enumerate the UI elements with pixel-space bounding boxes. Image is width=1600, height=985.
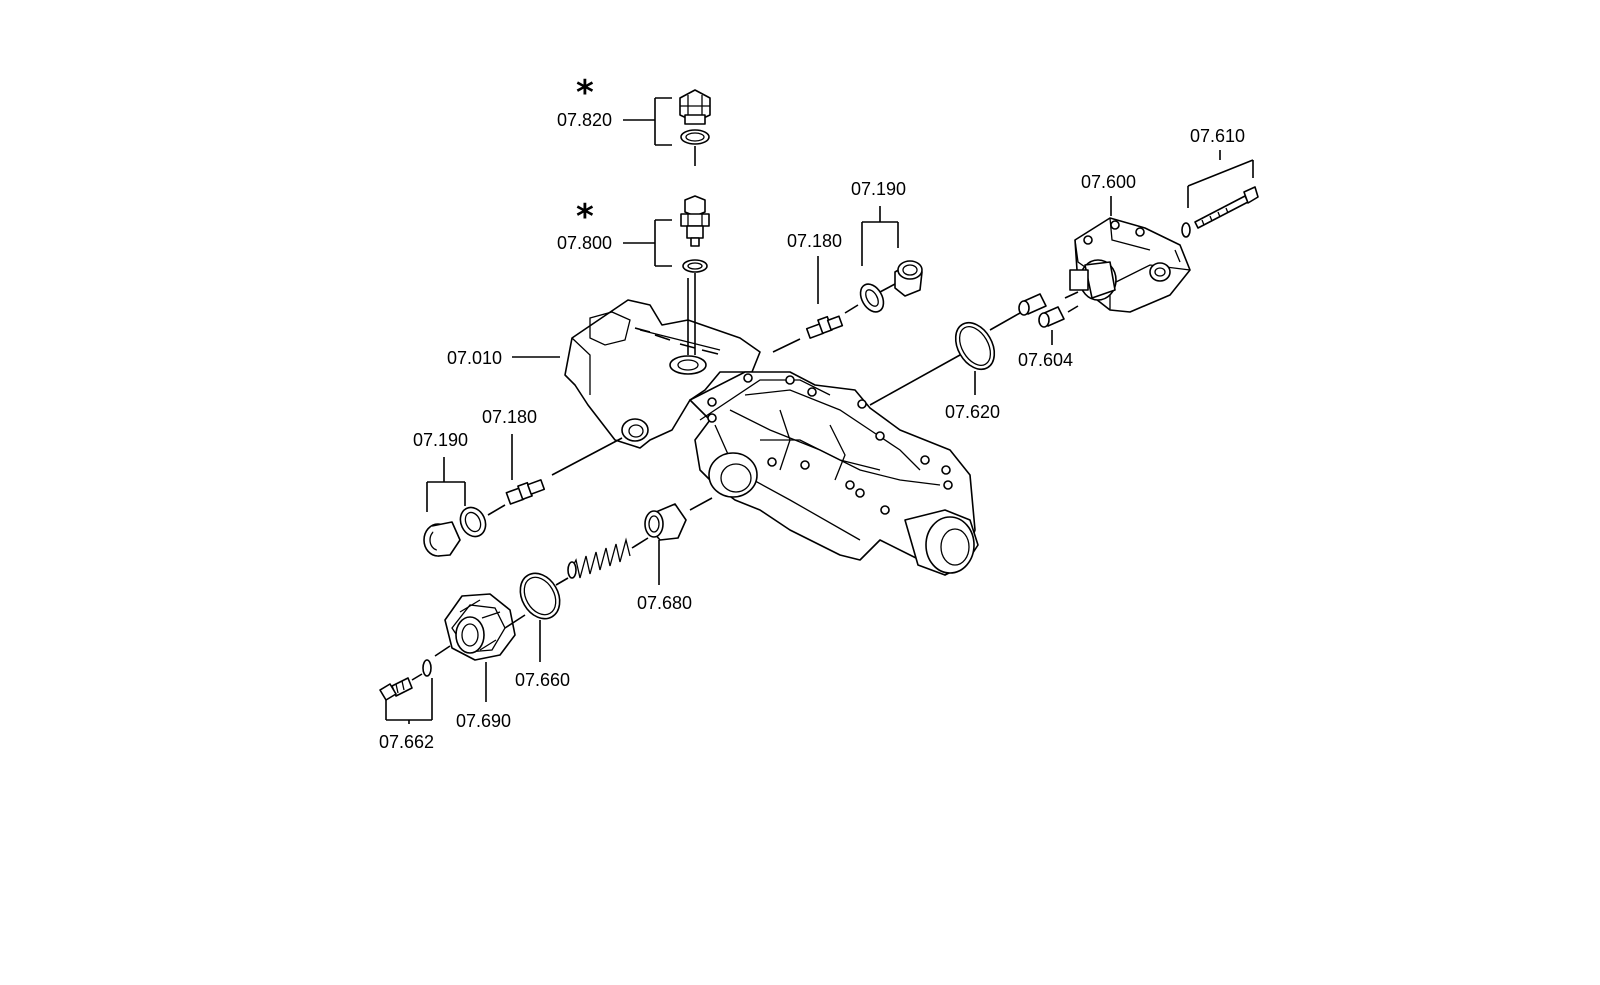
- label-07660: 07.660: [515, 670, 570, 690]
- piston-07680-part: [644, 503, 687, 541]
- label-07600: 07.600: [1081, 172, 1136, 192]
- plug-07190-left-part: [423, 506, 487, 557]
- valve-07180-left-part: [505, 479, 546, 505]
- label-07662: 07.662: [379, 732, 434, 752]
- label-07010: 07.010: [447, 348, 502, 368]
- label-07190-top: 07.190: [851, 179, 906, 199]
- label-07180-top: 07.180: [787, 231, 842, 251]
- label-07680: 07.680: [637, 593, 692, 613]
- cover-07690-part: [444, 593, 516, 661]
- label-07800: 07.800: [557, 233, 612, 253]
- label-07820: 07.820: [557, 110, 612, 130]
- o-ring-07660-part: [519, 572, 561, 620]
- star-marker-07820: *: [576, 73, 594, 113]
- label-07604: 07.604: [1018, 350, 1073, 370]
- label-07180-left: 07.180: [482, 407, 537, 427]
- label-07610: 07.610: [1190, 126, 1245, 146]
- valve-housing-part: [564, 299, 979, 576]
- screw-07662-part: [379, 659, 432, 701]
- label-07690: 07.690: [456, 711, 511, 731]
- label-07620: 07.620: [945, 402, 1000, 422]
- solenoid-valve-07600-part: [1069, 217, 1191, 313]
- sensor-07800-part: [680, 195, 710, 273]
- label-07190-left: 07.190: [413, 430, 468, 450]
- compression-spring-part: [567, 537, 631, 579]
- screw-07610-part: [1181, 186, 1259, 238]
- bushing-07604-part: [1018, 293, 1065, 328]
- o-ring-07620-part: [954, 321, 996, 371]
- plug-07190-top-part: [859, 260, 923, 313]
- plug-screw-07820-part: [679, 89, 711, 145]
- valve-07180-top-part: [805, 315, 844, 339]
- star-marker-07800: *: [576, 197, 594, 237]
